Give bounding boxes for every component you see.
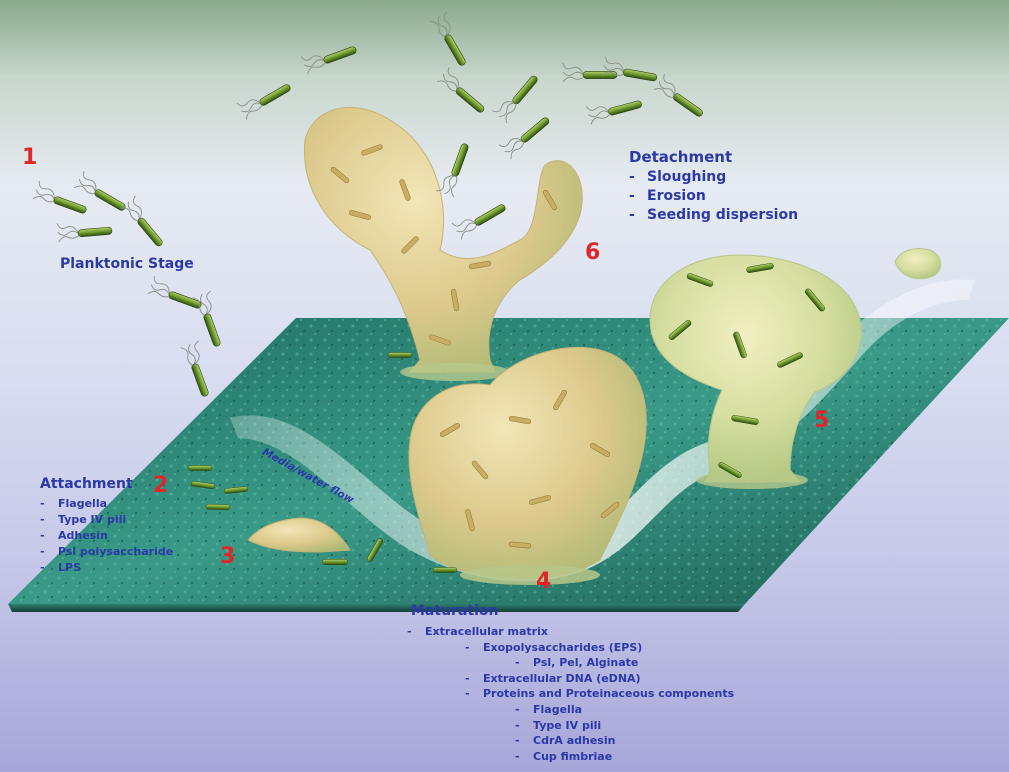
- maturation-item-extracellular-dna: Extracellular DNA (eDNA): [407, 671, 734, 687]
- attachment-item-type-iv-pili: Type IV pili: [40, 512, 173, 528]
- detachment-item-erosion: Erosion: [629, 187, 798, 206]
- detachment-item-sloughing: Sloughing: [629, 168, 798, 187]
- attachment-item-lps: LPS: [40, 560, 173, 576]
- detachment-list: Sloughing Erosion Seeding dispersion: [629, 168, 798, 225]
- detachment-heading: Detachment: [629, 148, 732, 166]
- maturation-list: Extracellular matrix Exopolysaccharides …: [407, 624, 734, 764]
- step-number-3: 3: [220, 544, 235, 569]
- attachment-item-flagella: Flagella: [40, 496, 173, 512]
- maturation-item-proteins: Proteins and Proteinaceous components: [407, 686, 734, 702]
- maturation-item-cdra-adhesin: CdrA adhesin: [407, 733, 734, 749]
- step-number-5: 5: [814, 408, 829, 433]
- attachment-item-adhesin: Adhesin: [40, 528, 173, 544]
- maturation-item-cup-fimbriae: Cup fimbriae: [407, 749, 734, 765]
- detachment-item-seeding-dispersion: Seeding dispersion: [629, 206, 798, 225]
- maturation-item-psl-pel-alginate: Psl, Pel, Alginate: [407, 655, 734, 671]
- step-number-1: 1: [22, 145, 37, 170]
- step-number-2: 2: [153, 473, 168, 498]
- maturation-heading: Maturation: [411, 603, 498, 619]
- step-number-4: 4: [536, 569, 551, 594]
- maturation-item-extracellular-matrix: Extracellular matrix: [407, 624, 734, 640]
- step-number-6: 6: [585, 240, 600, 265]
- planktonic-stage-label: Planktonic Stage: [60, 256, 194, 272]
- maturation-item-flagella: Flagella: [407, 702, 734, 718]
- maturation-item-type-iv-pili: Type IV pili: [407, 718, 734, 734]
- attachment-heading: Attachment: [40, 476, 133, 492]
- attachment-item-psl-polysaccharide: Psl polysaccharide: [40, 544, 173, 560]
- maturation-item-exopolysaccharides: Exopolysaccharides (EPS): [407, 640, 734, 656]
- attachment-list: Flagella Type IV pili Adhesin Psl polysa…: [40, 496, 173, 576]
